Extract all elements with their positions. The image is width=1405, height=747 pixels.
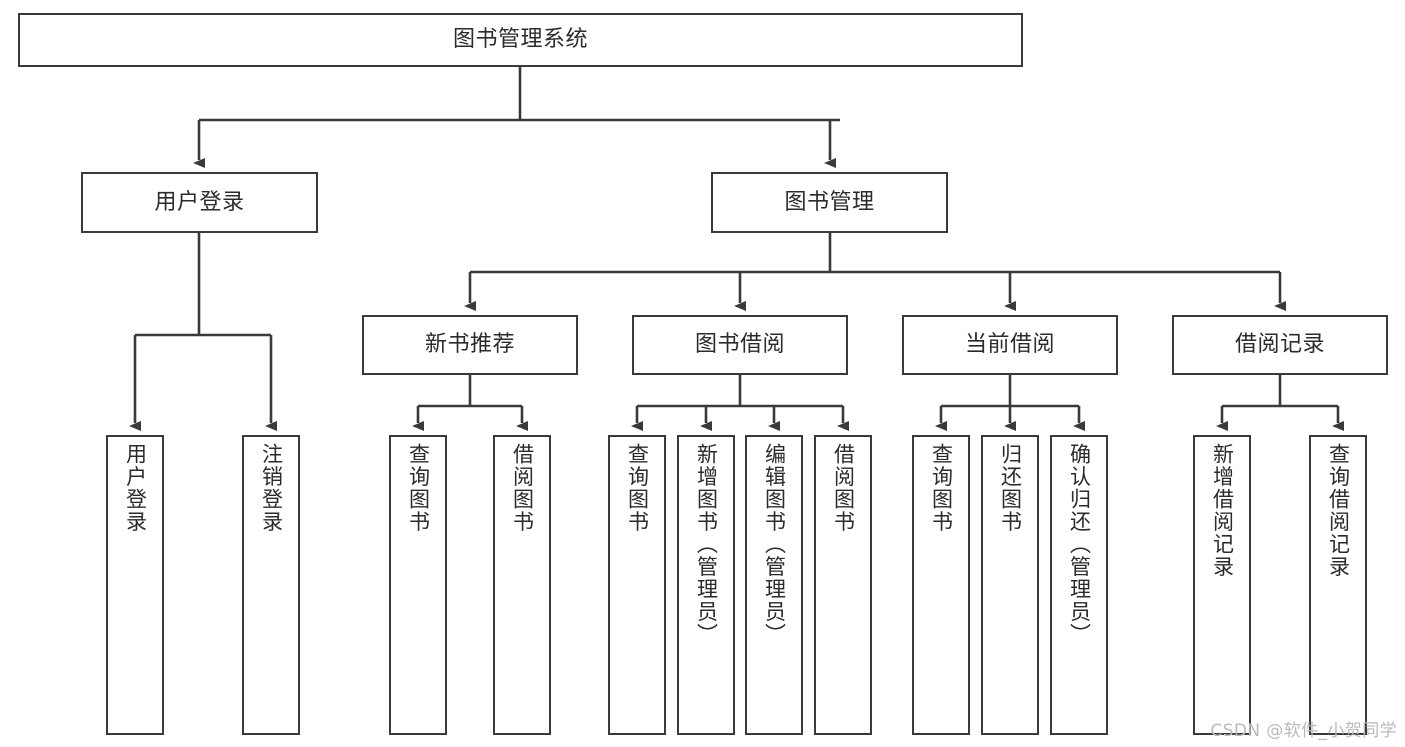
node-label: 图书借阅: [694, 332, 785, 358]
node-label: 编辑图书（管理员）: [762, 443, 787, 646]
node-borrow-record[interactable]: 借阅记录: [1172, 315, 1388, 375]
node-label: 查询图书: [406, 443, 431, 533]
node-user-login[interactable]: 用户登录: [81, 172, 318, 233]
node-label: 注销登录: [259, 443, 284, 533]
node-book-borrow[interactable]: 图书借阅: [632, 315, 848, 375]
node-label: 归还图书: [998, 443, 1023, 533]
leaf-record-query-record[interactable]: 查询借阅记录: [1309, 435, 1367, 735]
node-label: 用户登录: [154, 189, 245, 215]
leaf-current-confirm-return-admin[interactable]: 确认归还（管理员）: [1050, 435, 1108, 735]
leaf-borrow-query-book[interactable]: 查询图书: [608, 435, 666, 735]
leaf-new-book-borrow-book[interactable]: 借阅图书: [493, 435, 551, 735]
node-label: 当前借阅: [964, 332, 1055, 358]
node-label: 借阅图书: [831, 443, 856, 533]
leaf-current-return-book[interactable]: 归还图书: [981, 435, 1039, 735]
leaf-user-login-logout[interactable]: 注销登录: [242, 435, 300, 735]
node-root-system[interactable]: 图书管理系统: [18, 13, 1023, 67]
leaf-current-query-book[interactable]: 查询图书: [912, 435, 970, 735]
node-label: 确认归还（管理员）: [1067, 443, 1092, 646]
node-label: 借阅图书: [510, 443, 535, 533]
node-label: 查询借阅记录: [1326, 443, 1351, 578]
leaf-borrow-borrow-book[interactable]: 借阅图书: [814, 435, 872, 735]
leaf-user-login-login[interactable]: 用户登录: [106, 435, 164, 735]
leaf-borrow-add-book-admin[interactable]: 新增图书（管理员）: [677, 435, 735, 735]
node-new-book-recommend[interactable]: 新书推荐: [362, 315, 578, 375]
node-book-management[interactable]: 图书管理: [711, 172, 948, 233]
node-label: 用户登录: [123, 443, 148, 533]
node-label: 查询图书: [625, 443, 650, 533]
node-label: 查询图书: [929, 443, 954, 533]
node-label: 借阅记录: [1234, 332, 1325, 358]
leaf-borrow-edit-book-admin[interactable]: 编辑图书（管理员）: [745, 435, 803, 735]
node-current-borrow[interactable]: 当前借阅: [902, 315, 1118, 375]
node-label: 图书管理系统: [452, 27, 588, 53]
leaf-new-book-query-book[interactable]: 查询图书: [389, 435, 447, 735]
node-label: 新书推荐: [424, 332, 515, 358]
node-label: 图书管理: [784, 189, 875, 215]
node-label: 新增借阅记录: [1210, 443, 1235, 578]
csdn-watermark: CSDN @软件_小贺同学: [1210, 721, 1397, 741]
node-label: 新增图书（管理员）: [694, 443, 719, 646]
leaf-record-add-record[interactable]: 新增借阅记录: [1193, 435, 1251, 735]
